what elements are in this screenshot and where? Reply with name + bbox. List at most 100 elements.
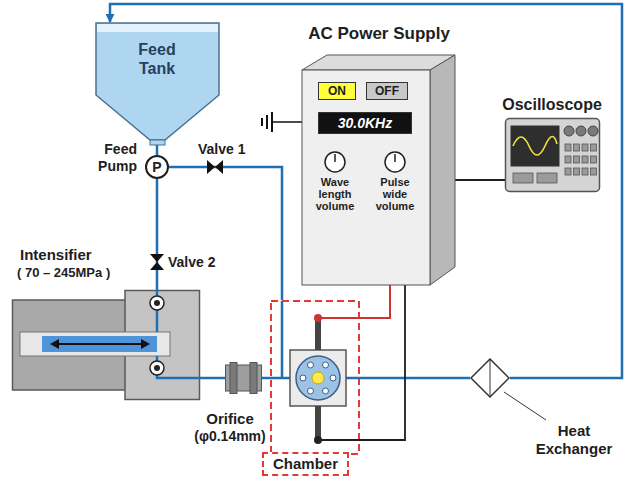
chamber-fitting bbox=[290, 350, 346, 406]
off-button: OFF bbox=[366, 82, 408, 100]
chamber-shape bbox=[270, 300, 360, 455]
power-supply: AC Power SupplyONOFF30.0KHz bbox=[302, 55, 455, 285]
frequency-display: 30.0KHz bbox=[318, 112, 412, 134]
heat-exchanger-shape bbox=[470, 358, 510, 398]
pipe-line bbox=[200, 377, 225, 380]
scope-screen bbox=[511, 126, 559, 166]
ground-symbol bbox=[271, 112, 273, 132]
ground-symbol bbox=[266, 115, 268, 129]
scope-button bbox=[565, 156, 571, 163]
ground-wire bbox=[272, 121, 302, 123]
orifice-label: Orifice bbox=[175, 410, 285, 428]
signal-wire bbox=[360, 285, 405, 440]
pipe-line bbox=[262, 377, 270, 380]
feed-pump: Feed PumpP bbox=[145, 155, 169, 179]
check-valve-ball bbox=[154, 365, 160, 371]
oscilloscope-shape bbox=[505, 118, 600, 192]
signal-wire bbox=[455, 179, 505, 181]
tank-surface bbox=[97, 24, 218, 32]
discharge-spot bbox=[312, 372, 324, 384]
pump-label: Feed Pump bbox=[87, 141, 137, 175]
knob-pointer bbox=[394, 154, 396, 162]
heat-exchanger-symbol bbox=[490, 359, 491, 397]
intensifier-shape bbox=[12, 290, 200, 400]
scope-button bbox=[582, 156, 588, 163]
tank-outlet bbox=[150, 140, 165, 145]
chamber-bolt bbox=[300, 375, 306, 381]
scope-button bbox=[591, 168, 597, 175]
scope-dial bbox=[588, 126, 598, 136]
scope-button bbox=[513, 173, 533, 183]
chamber: Chamber bbox=[270, 300, 360, 455]
pipe-line bbox=[360, 377, 470, 380]
chamber-outline bbox=[271, 301, 359, 454]
scope-button bbox=[574, 168, 580, 175]
scope-button bbox=[565, 168, 571, 175]
scope-button bbox=[537, 173, 557, 183]
chamber-bolt bbox=[308, 362, 314, 368]
electrode bbox=[315, 406, 321, 440]
scope-button bbox=[565, 144, 571, 151]
chamber-bolt bbox=[330, 375, 336, 381]
scope-trace bbox=[513, 136, 557, 155]
scope-button bbox=[591, 156, 597, 163]
motion-arrow bbox=[56, 343, 144, 345]
pressure-range: ( 70 – 245MPa ) bbox=[17, 265, 157, 281]
knob-label: Wave length volume bbox=[310, 176, 360, 212]
chamber-label: Chamber bbox=[262, 452, 349, 476]
display-readout: 30.0KHz bbox=[338, 115, 392, 132]
electrode-wire bbox=[318, 439, 360, 441]
knob-label: Pulse wide volume bbox=[370, 176, 420, 212]
button-label: ON bbox=[328, 84, 346, 98]
orifice: Orifice(φ0.14mm) bbox=[225, 362, 262, 394]
valve-label: Valve 2 bbox=[168, 254, 216, 271]
electrode-terminal bbox=[314, 436, 322, 444]
heat-exchanger-label: Heat Exchanger bbox=[528, 422, 620, 458]
scope-button bbox=[574, 156, 580, 163]
scope-button bbox=[582, 144, 588, 151]
cabinet-side bbox=[430, 55, 455, 285]
feed-tank-shape bbox=[95, 22, 220, 145]
leader-line bbox=[504, 392, 546, 420]
pipe-line bbox=[156, 179, 159, 290]
scope-case bbox=[506, 119, 600, 192]
check-valve-ball bbox=[154, 300, 160, 306]
scope-button bbox=[582, 168, 588, 175]
ground-symbol bbox=[261, 118, 263, 126]
tank-label: Feed Tank bbox=[127, 40, 187, 78]
pipe-line bbox=[156, 145, 159, 155]
on-button: ON bbox=[318, 82, 356, 100]
orifice-dimension: (φ0.14mm) bbox=[175, 428, 285, 445]
button-label: OFF bbox=[375, 84, 399, 98]
valve-symbol bbox=[150, 262, 164, 270]
cabinet-top bbox=[302, 55, 455, 70]
electrode-terminal bbox=[314, 314, 322, 322]
orifice-shape bbox=[225, 362, 262, 394]
motion-arrow-head bbox=[141, 339, 150, 349]
pump-circle bbox=[146, 156, 168, 178]
chamber-bolt bbox=[323, 388, 329, 394]
cylinder-bore bbox=[20, 332, 170, 356]
knob bbox=[385, 152, 405, 172]
oscilloscope-label: Oscilloscope bbox=[497, 95, 607, 114]
scope-dial bbox=[564, 126, 574, 136]
piston-rod bbox=[42, 336, 157, 352]
intensifier-label: Intensifier bbox=[20, 246, 150, 264]
electrode bbox=[315, 318, 321, 350]
knob-pointer bbox=[334, 154, 336, 162]
oscilloscope: Oscilloscope bbox=[505, 118, 600, 192]
motion-arrow-head bbox=[50, 339, 59, 349]
orifice-flange bbox=[250, 363, 257, 394]
check-valve bbox=[150, 296, 164, 310]
scope-dial bbox=[576, 126, 586, 136]
heat-exchanger: Heat Exchanger bbox=[470, 358, 510, 398]
chamber-window bbox=[296, 356, 340, 400]
signal-wire bbox=[360, 285, 390, 318]
chamber-bolt bbox=[308, 388, 314, 394]
tank-body bbox=[96, 23, 219, 140]
pipe-line bbox=[169, 167, 282, 300]
valve-symbol bbox=[207, 160, 215, 174]
check-valve bbox=[150, 361, 164, 375]
chamber-bolt bbox=[323, 362, 329, 368]
